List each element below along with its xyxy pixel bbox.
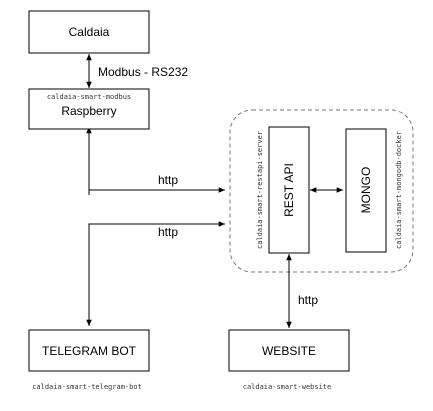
node-raspberry-tag: caldaia-smart-modbus [47, 93, 131, 101]
node-mongo-label: MONGO [359, 167, 373, 214]
edge-label-http-website: http [298, 293, 318, 307]
node-rest-api[interactable] [268, 126, 310, 254]
edge-telegram-restapi [88, 221, 225, 320]
restapi-server-tag: caldaia-smart-restapi-server [256, 131, 264, 249]
node-website-label: WEBSITE [262, 344, 316, 358]
node-rest-api-label: REST API [282, 163, 296, 217]
node-caldaia-label: Caldaia [69, 25, 110, 39]
node-raspberry-label: Raspberry [61, 104, 116, 118]
node-telegram-bot[interactable] [28, 329, 150, 372]
edge-raspberry-restapi [88, 130, 225, 195]
website-tag: caldaia-smart-website [243, 383, 332, 391]
node-raspberry[interactable] [28, 88, 150, 130]
telegram-bot-tag: caldaia-smart-telegram-bot [32, 383, 142, 391]
restapi-server-group [229, 109, 414, 273]
node-caldaia[interactable] [28, 10, 150, 54]
edge-label-modbus: Modbus - RS232 [98, 65, 188, 79]
node-website[interactable] [228, 329, 350, 372]
mongodb-docker-tag: caldaia-smart-mongodb-docker [395, 131, 403, 249]
node-mongo[interactable] [345, 128, 387, 253]
node-telegram-bot-label: TELEGRAM BOT [42, 344, 137, 358]
edge-label-http-telegram: http [158, 225, 178, 239]
edge-label-http-raspberry: http [158, 173, 178, 187]
